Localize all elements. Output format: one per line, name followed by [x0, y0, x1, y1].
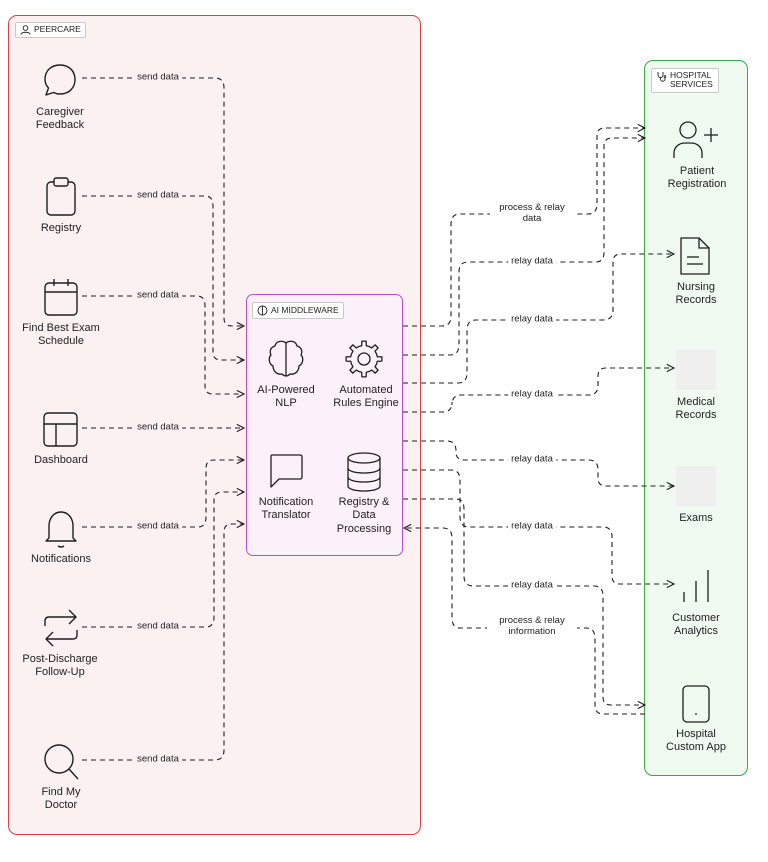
exams-placeholder [676, 466, 716, 506]
service-label-hospital-custom-app: Hospital Custom App [666, 728, 726, 754]
source-label-caregiver-feedback: Caregiver Feedback [35, 106, 85, 132]
message-square-icon [270, 454, 303, 488]
edge-relay-patient-registration [403, 138, 645, 356]
peercare-tag: PEERCARE [15, 22, 86, 38]
edge-label-relay-data: relay data [508, 389, 556, 401]
gear-icon [345, 340, 383, 378]
edge-label-send-data: send data [134, 422, 182, 434]
source-label-notifications: Notifications [31, 553, 91, 565]
source-label-find-best-exam-schedule: Find Best Exam Schedule [22, 322, 100, 348]
edge-registry [82, 195, 244, 360]
edge-post-discharge [82, 492, 244, 628]
database-icon [347, 452, 381, 492]
speech-bubble-icon [44, 64, 76, 96]
ai-middleware-tag: AI MIDDLEWARE [252, 302, 344, 319]
magnifier-icon [44, 744, 79, 780]
edge-label-relay-data: relay data [508, 314, 556, 326]
edge-notifications [82, 460, 244, 528]
service-label-customer-analytics: Customer Analytics [672, 612, 720, 638]
service-label-exams: Exams [679, 512, 713, 524]
document-icon [680, 237, 710, 275]
hospital-services-tag: HOSPITAL SERVICES [651, 68, 719, 93]
dashboard-layout-icon [43, 412, 78, 447]
edge-exam-schedule [82, 295, 244, 394]
ai-middleware-title: AI MIDDLEWARE [271, 304, 339, 315]
edge-label-relay-data: relay data [508, 580, 556, 592]
stethoscope-icon [657, 72, 667, 82]
brain-icon [268, 340, 304, 377]
edge-label-process-relay-information: process & relay information [487, 615, 577, 639]
service-label-nursing-records: Nursing Records [675, 281, 717, 307]
source-label-post-discharge-follow-up: Post-Discharge Follow-Up [22, 653, 98, 679]
source-label-dashboard: Dashboard [34, 454, 88, 466]
peercare-title: PEERCARE [34, 24, 81, 35]
ai-middleware-group: AI MIDDLEWARE [246, 294, 403, 556]
brain-small-icon [257, 305, 268, 316]
node-label-notification-translator: Notification Translator [258, 496, 314, 522]
hospital-services-title: HOSPITAL SERVICES [670, 70, 713, 90]
smartphone-icon [682, 685, 710, 723]
bar-chart-icon [683, 570, 709, 602]
user-icon [20, 25, 31, 35]
source-label-find-my-doctor: Find My Doctor [41, 786, 81, 812]
edge-label-send-data: send data [134, 72, 182, 84]
service-label-medical-records: Medical Records [675, 396, 717, 422]
node-label-ai-powered-nlp: AI-Powered NLP [257, 384, 315, 410]
edge-label-send-data: send data [134, 521, 182, 533]
edge-label-relay-data: relay data [508, 521, 556, 533]
node-label-registry-data-processing: Registry & Data Processing [336, 496, 392, 535]
hospital-services-group: HOSPITAL SERVICES [644, 60, 748, 776]
edge-label-send-data: send data [134, 621, 182, 633]
medical-records-placeholder [676, 350, 716, 390]
edge-to-patient-registration [403, 128, 645, 327]
edge-label-send-data: send data [134, 754, 182, 766]
repeat-arrows-icon [44, 609, 78, 647]
edge-label-send-data: send data [134, 190, 182, 202]
node-label-automated-rules-engine: Automated Rules Engine [333, 384, 399, 410]
calendar-icon [44, 279, 78, 316]
edge-caregiver-feedback [82, 77, 244, 326]
edge-label-relay-data: relay data [508, 256, 556, 268]
edge-label-relay-data: relay data [508, 454, 556, 466]
clipboard-icon [46, 177, 76, 216]
edge-label-process-relay-data: process & relay data [490, 202, 574, 226]
source-label-registry: Registry [40, 222, 82, 234]
bell-icon [45, 511, 77, 548]
service-label-patient-registration: Patient Registration [667, 165, 727, 191]
edge-label-send-data: send data [134, 290, 182, 302]
user-plus-icon [673, 121, 718, 158]
edge-find-doctor [82, 524, 244, 761]
